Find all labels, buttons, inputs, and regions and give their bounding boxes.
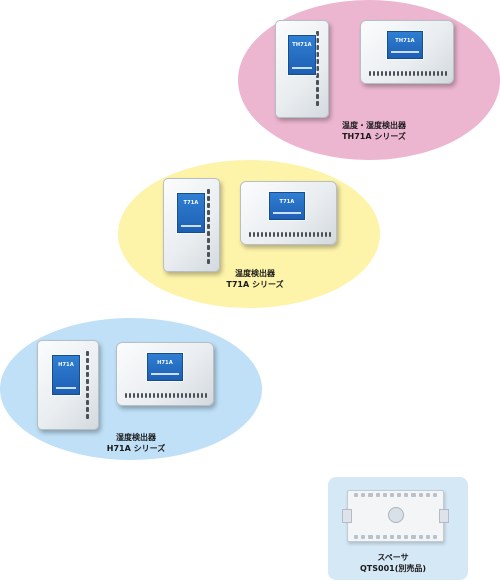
product-type-label: 温度・湿度検出器 xyxy=(342,121,406,130)
h71a-caption: 湿度検出器 H71A シリーズ xyxy=(86,432,186,454)
vent-slots xyxy=(249,232,331,237)
vent-slots xyxy=(86,351,89,419)
t71a-caption: 温度検出器 T71A シリーズ xyxy=(205,268,305,290)
spacer-teeth-top xyxy=(354,493,438,497)
vent-slots xyxy=(369,71,447,76)
vent-slots xyxy=(316,31,319,106)
spacer-type-label: スペーサ xyxy=(377,553,409,562)
spacer-tab-right xyxy=(439,509,449,523)
spacer-tab-left xyxy=(342,509,352,523)
product-type-label: 湿度検出器 xyxy=(116,433,156,442)
product-badge: T71A xyxy=(269,192,305,220)
spacer-teeth-bottom xyxy=(354,535,438,539)
product-badge: TH71A xyxy=(288,35,316,75)
spacer-image xyxy=(342,490,449,542)
product-badge: H71A xyxy=(147,353,183,381)
series-label: T71A シリーズ xyxy=(226,280,284,289)
th71a-wide-detector: TH71A xyxy=(360,20,454,84)
h71a-tall-detector: H71A xyxy=(37,340,99,430)
vent-slots xyxy=(125,393,207,398)
th71a-tall-detector: TH71A xyxy=(275,20,329,118)
product-type-label: 温度検出器 xyxy=(235,269,275,278)
t71a-tall-detector: T71A xyxy=(163,178,220,272)
th71a-caption: 温度・湿度検出器 TH71A シリーズ xyxy=(324,120,424,142)
series-label: H71A シリーズ xyxy=(106,444,166,453)
product-badge: H71A xyxy=(52,355,80,395)
spacer-caption: スペーサ QTS001(別売品) xyxy=(348,552,438,574)
t71a-wide-detector: T71A xyxy=(240,181,337,245)
h71a-wide-detector: H71A xyxy=(116,342,214,406)
vent-slots xyxy=(207,189,210,264)
product-badge: TH71A xyxy=(387,31,423,59)
product-badge: T71A xyxy=(177,193,205,233)
spacer-hole xyxy=(388,507,404,523)
spacer-model-label: QTS001(別売品) xyxy=(359,564,427,573)
series-label: TH71A シリーズ xyxy=(342,132,406,141)
